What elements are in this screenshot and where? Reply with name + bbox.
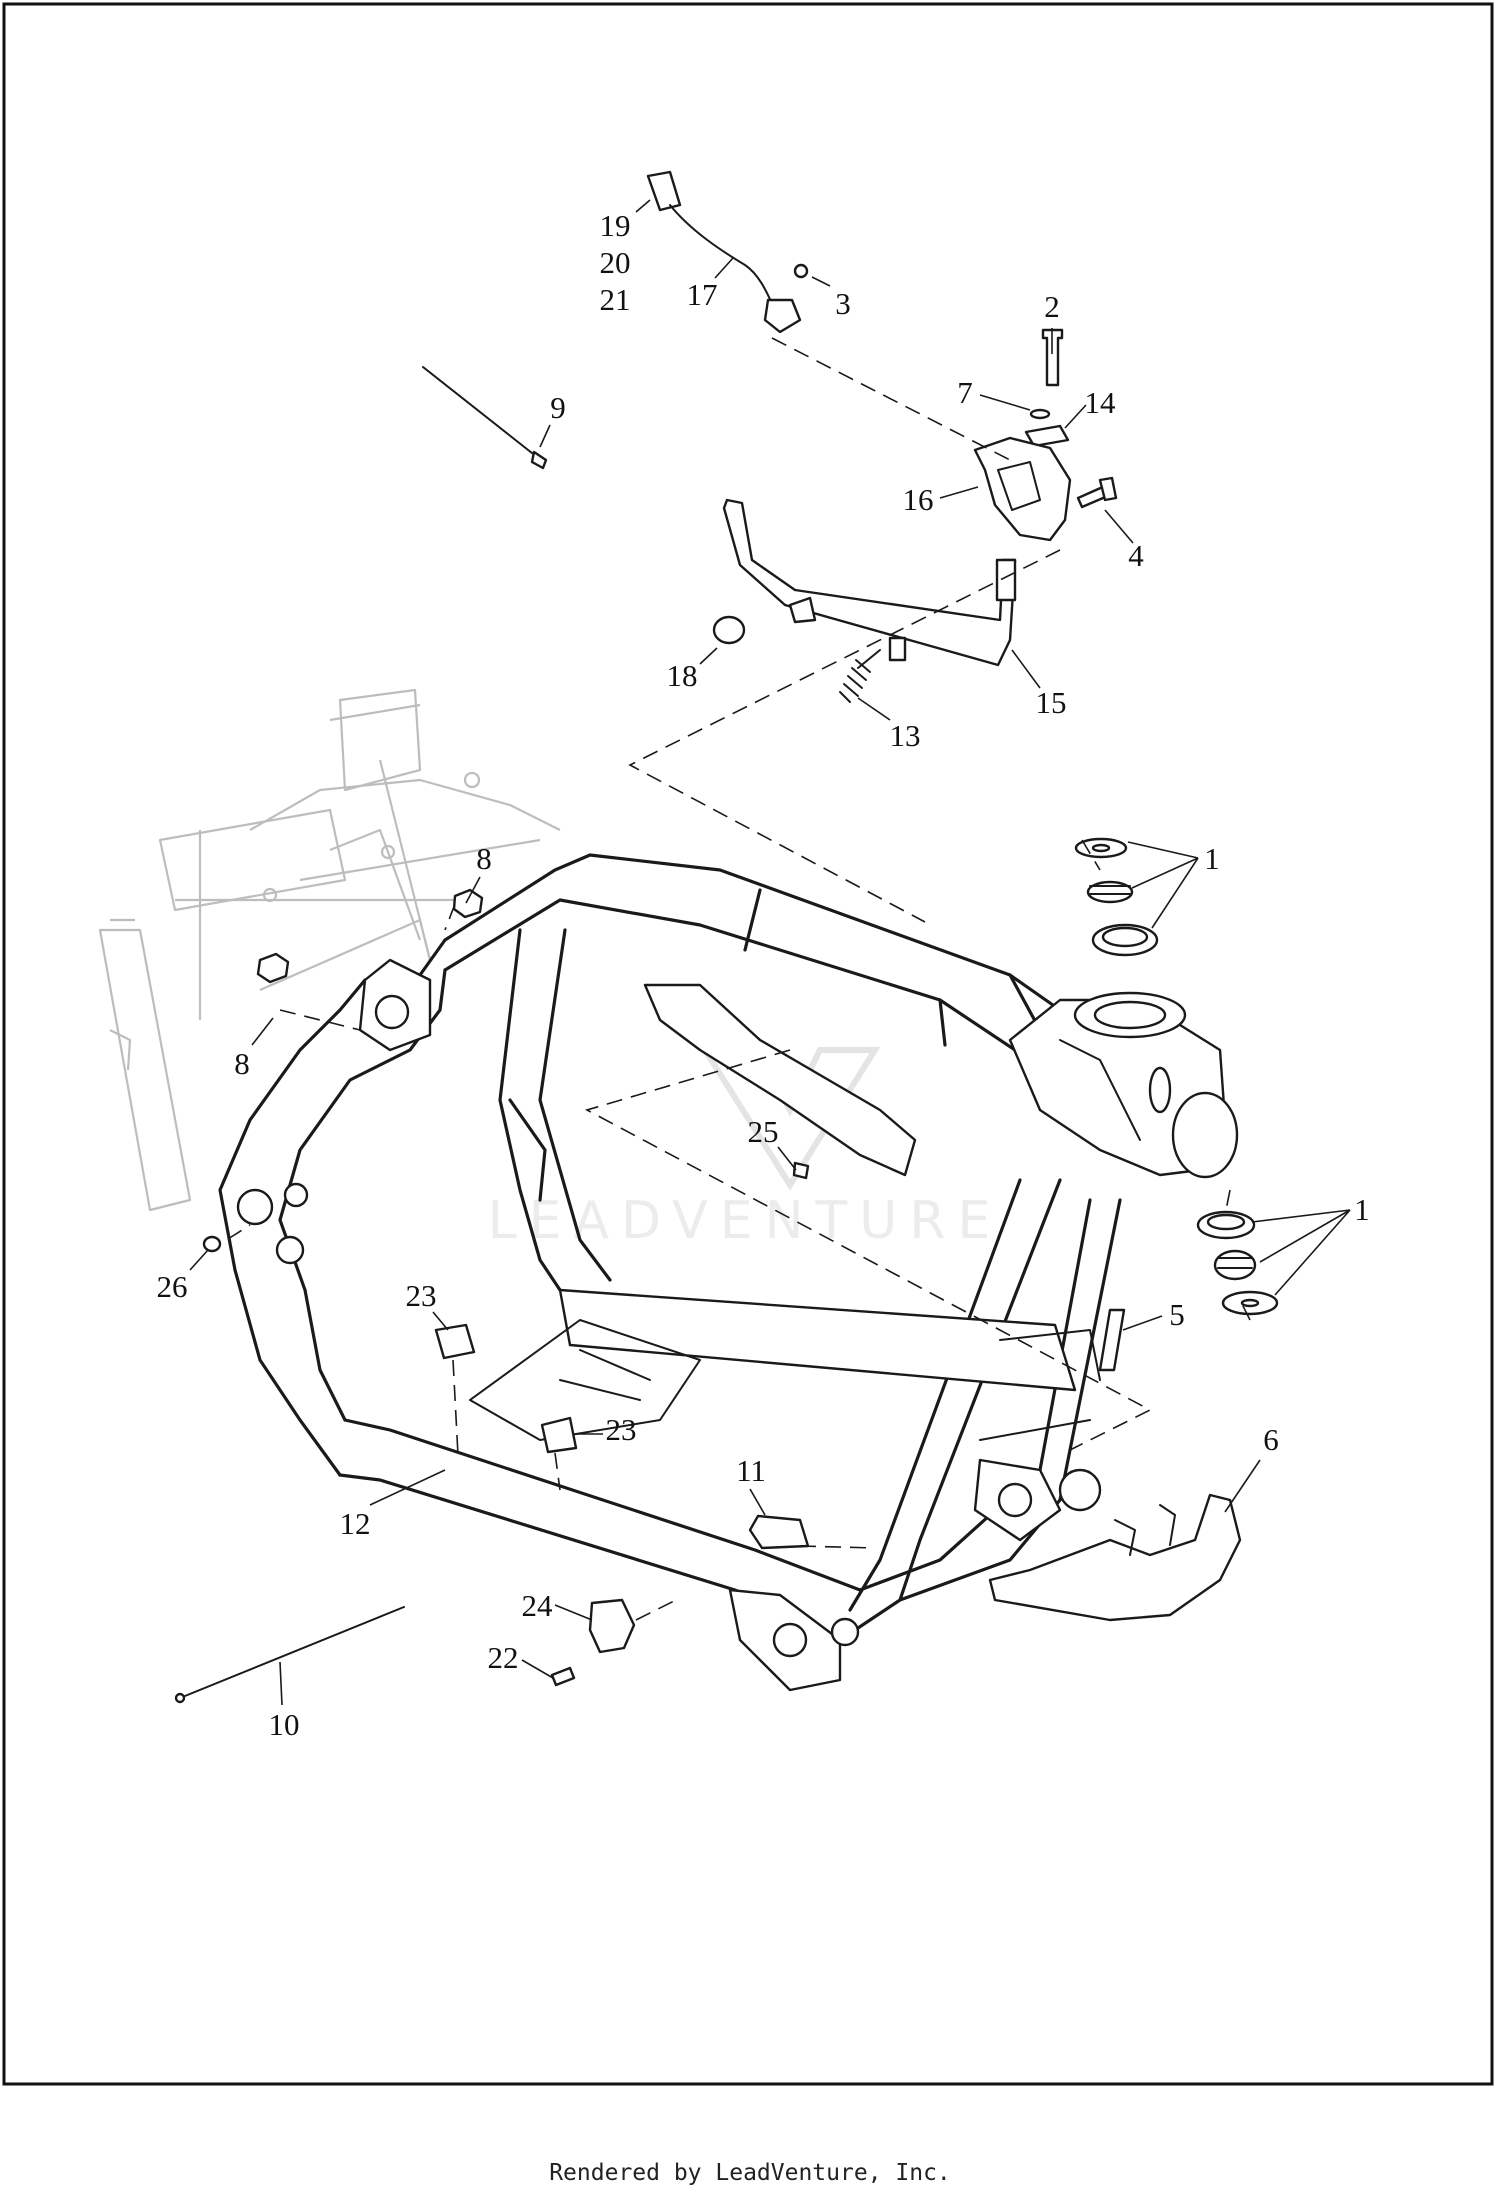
watermark: LEADVENTURE xyxy=(488,1047,1003,1251)
callout-c6: 6 xyxy=(1263,1422,1279,1457)
ghost-rear-frame xyxy=(98,688,561,1212)
callout-c8a: 8 xyxy=(476,841,492,876)
callout-c12: 12 xyxy=(340,1506,371,1541)
callout-c26: 26 xyxy=(157,1269,188,1304)
callout-c16: 16 xyxy=(903,482,934,517)
footer-credit: Rendered by LeadVenture, Inc. xyxy=(549,2160,951,2186)
callout-c22: 22 xyxy=(488,1640,519,1675)
callout-c19: 19 xyxy=(600,208,631,243)
callout-c14: 14 xyxy=(1085,385,1117,420)
callout-c23a: 23 xyxy=(406,1278,437,1313)
callout-c18: 18 xyxy=(667,658,698,693)
callout-c1a: 1 xyxy=(1204,841,1220,876)
callout-c20: 20 xyxy=(600,245,631,280)
steering-bearings xyxy=(1074,837,1279,1316)
callout-c11: 11 xyxy=(736,1453,766,1488)
callout-c8b: 8 xyxy=(234,1046,250,1081)
callout-c2: 2 xyxy=(1044,289,1060,324)
callout-c5: 5 xyxy=(1169,1297,1185,1332)
diagram-border xyxy=(2,2,1494,2086)
callout-c1b: 1 xyxy=(1354,1192,1370,1227)
callout-c3: 3 xyxy=(835,286,851,321)
sidestand-assembly xyxy=(422,170,1118,703)
watermark-text: LEADVENTURE xyxy=(488,1191,1003,1251)
main-frame xyxy=(218,853,1239,1692)
callout-c25: 25 xyxy=(748,1114,779,1149)
callout-c24: 24 xyxy=(522,1588,554,1623)
callout-c7: 7 xyxy=(957,375,973,410)
callout-c10: 10 xyxy=(269,1707,300,1742)
leader-lines xyxy=(189,199,1351,1706)
callout-c23b: 23 xyxy=(606,1412,637,1447)
callout-c15: 15 xyxy=(1036,685,1067,720)
callout-c4: 4 xyxy=(1128,538,1144,573)
callout-c13: 13 xyxy=(890,718,921,753)
callout-c21: 21 xyxy=(600,282,631,317)
callout-c9: 9 xyxy=(550,390,566,425)
assembly-dash-lines xyxy=(227,337,1251,1621)
loose-parts xyxy=(174,888,1242,1704)
callout-c17: 17 xyxy=(687,277,718,312)
